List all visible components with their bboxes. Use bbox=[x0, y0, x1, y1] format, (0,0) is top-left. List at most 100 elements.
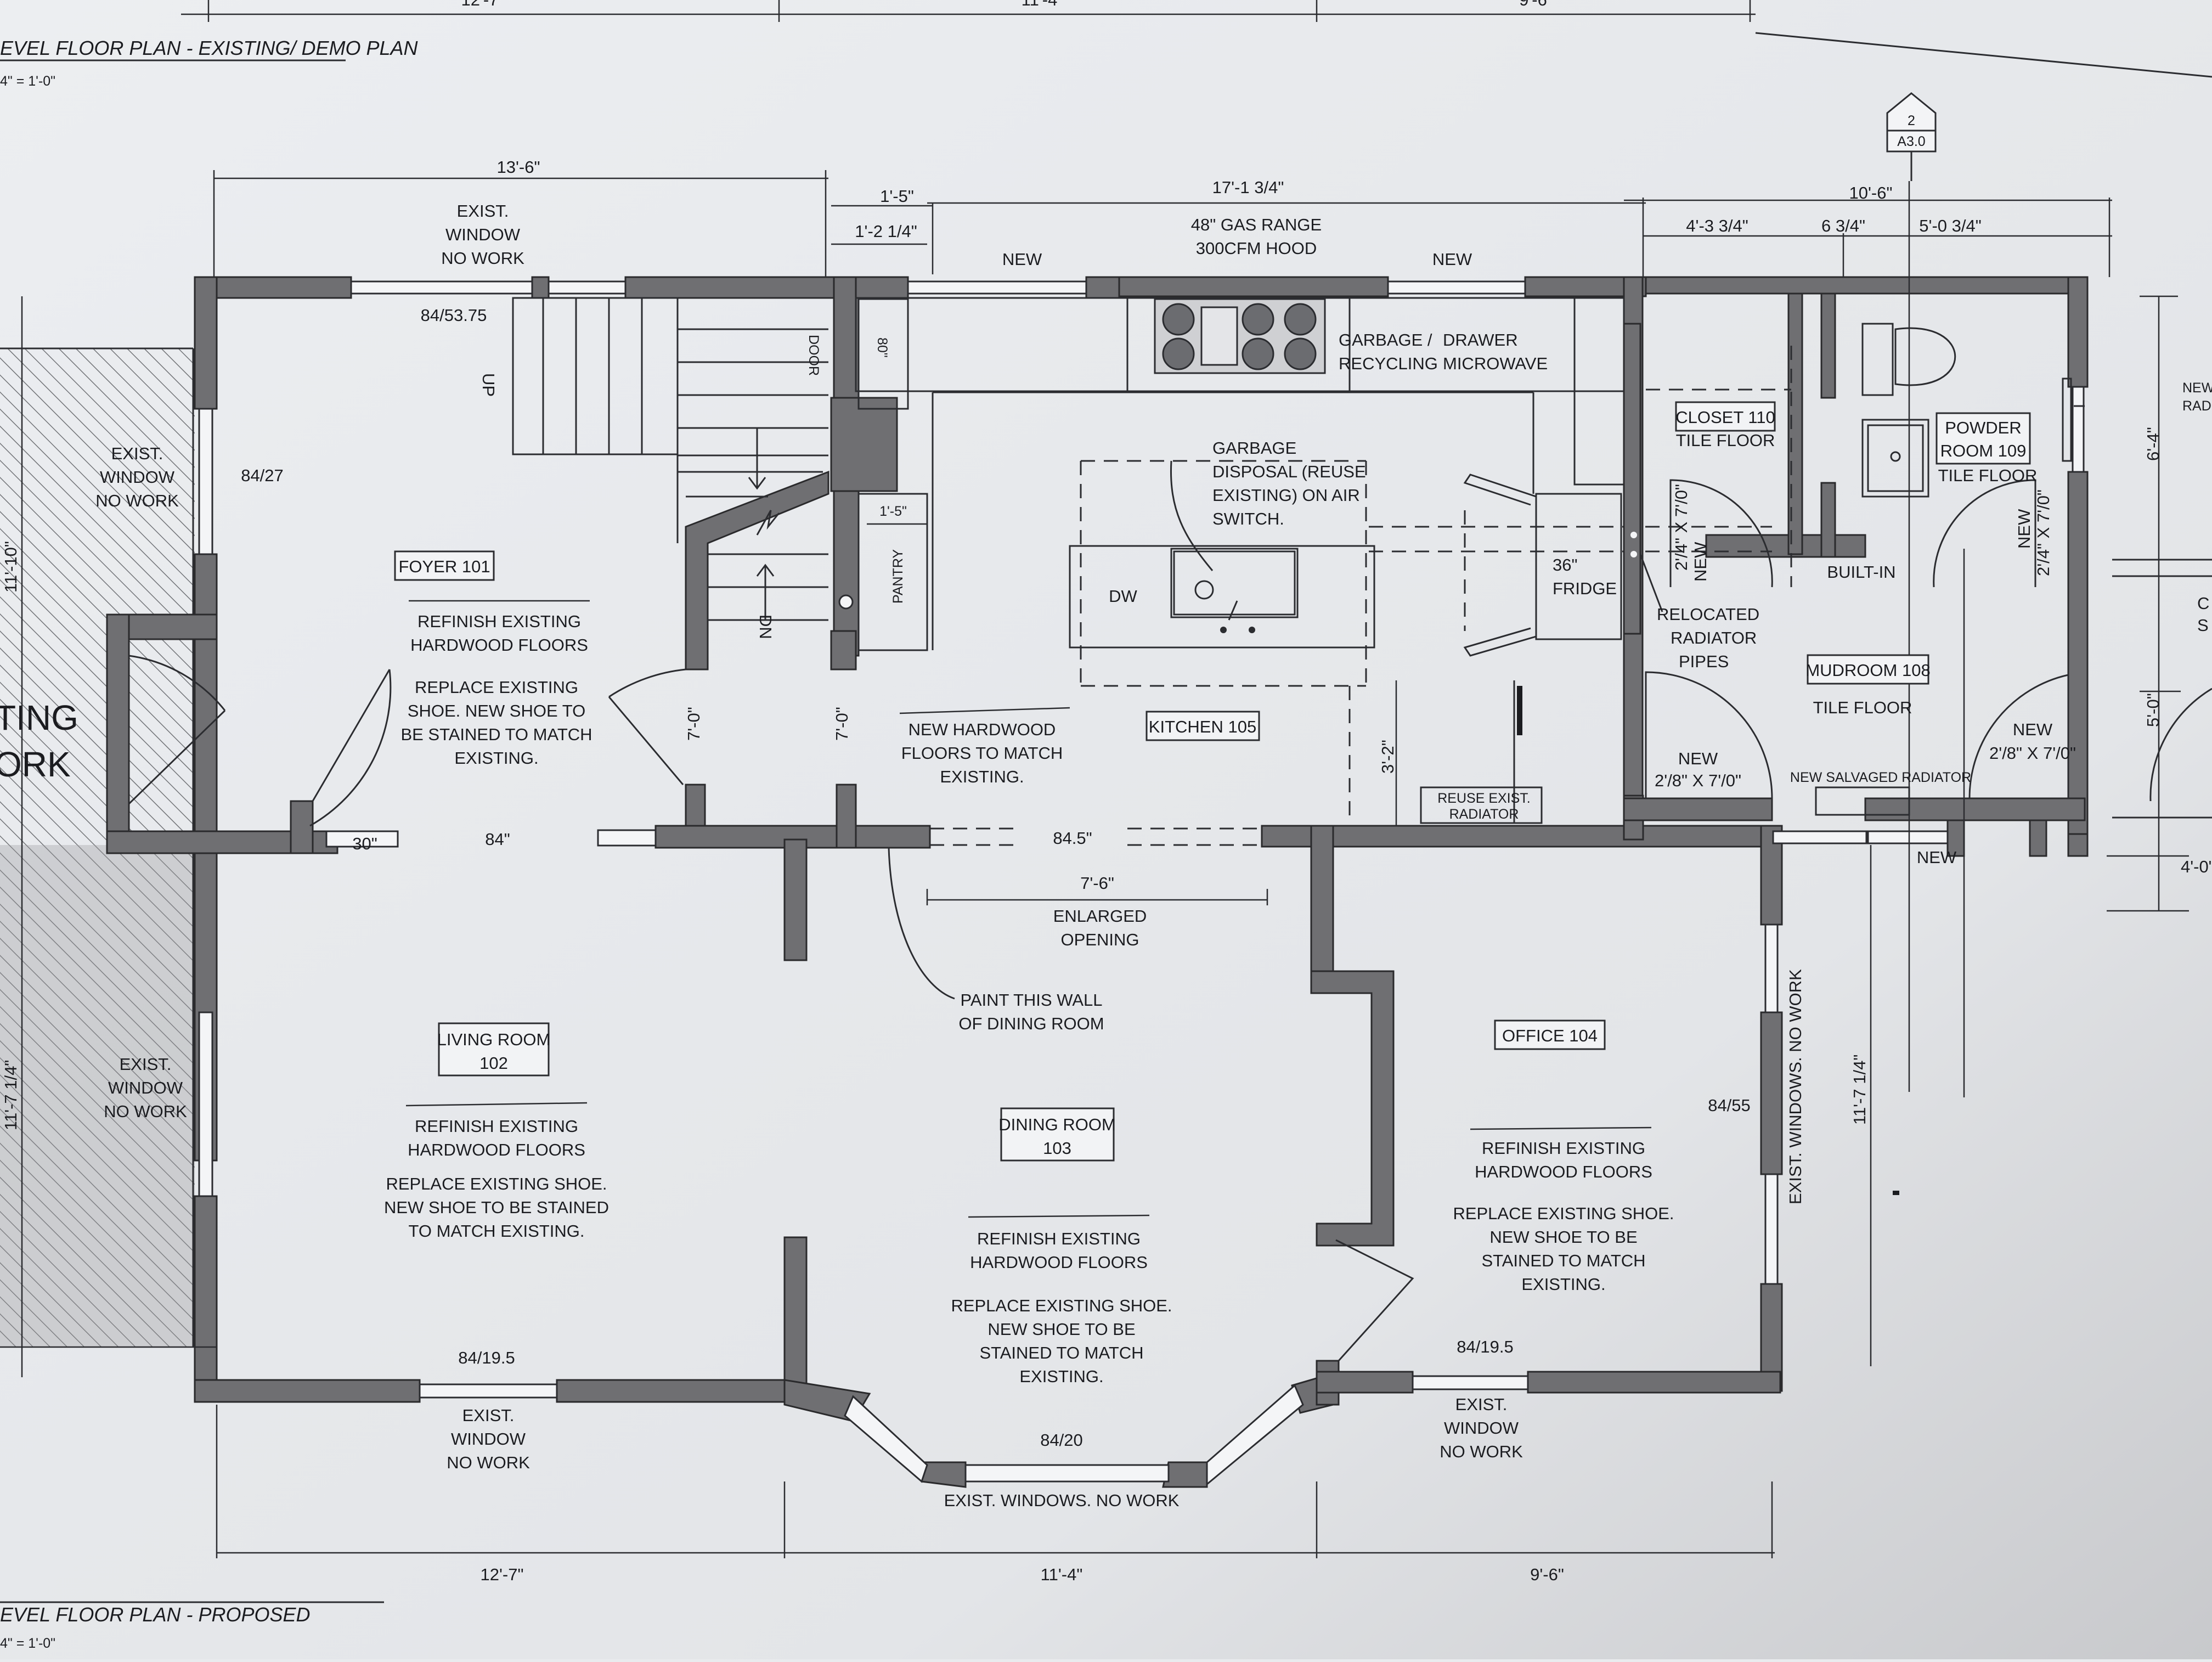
section-marker: 2 A3.0 bbox=[1886, 92, 1937, 181]
hatch-text-1: TING bbox=[0, 698, 78, 737]
note-top-window-2: WINDOW bbox=[445, 225, 521, 244]
note-stoop-30: 30" bbox=[352, 834, 377, 853]
note-closet-door-new: NEW bbox=[1691, 542, 1710, 582]
dimension-lines bbox=[0, 170, 2189, 1558]
note-dining-refinish-2: HARDWOOD FLOORS bbox=[970, 1253, 1148, 1272]
dining-refinish-arrow bbox=[968, 1214, 1150, 1218]
note-disposal-1: GARBAGE bbox=[1212, 438, 1296, 458]
edge-radi: RADI bbox=[2182, 398, 2212, 414]
note-dw: DW bbox=[1109, 587, 1137, 606]
dim-powder-width: 5'-0 3/4" bbox=[1919, 216, 1981, 235]
note-enlarged-2: OPENING bbox=[1061, 930, 1139, 949]
hatch-text-2: ORK bbox=[0, 745, 71, 784]
note-disposal-3: EXISTING) ON AIR bbox=[1212, 486, 1360, 505]
room-office: OFFICE 104 bbox=[1502, 1026, 1598, 1045]
note-new-window-2: NEW bbox=[1432, 250, 1472, 269]
dim-kitchen-width: 17'-1 3/4" bbox=[1212, 178, 1284, 197]
note-foyer-refinish-1: REFINISH EXISTING bbox=[417, 612, 581, 631]
note-relocated-1: RELOCATED bbox=[1657, 605, 1759, 624]
note-dining-shoe-3: STAINED TO MATCH bbox=[979, 1343, 1143, 1362]
section-number: 2 bbox=[1908, 113, 1915, 128]
note-opening-84: 84" bbox=[485, 830, 510, 849]
note-office-shoe-1: REPLACE EXISTING SHOE. bbox=[1453, 1204, 1674, 1223]
room-dining-name: DINING ROOM bbox=[998, 1115, 1116, 1134]
note-salvaged-radiator: NEW SALVAGED RADIATOR bbox=[1790, 770, 1971, 785]
note-office-shoe-4: EXISTING. bbox=[1521, 1275, 1605, 1294]
edge-c: C bbox=[2197, 594, 2209, 613]
pantry: 1'-5" PANTRY bbox=[838, 493, 928, 651]
note-garbage-2: RECYCLING bbox=[1339, 354, 1438, 373]
note-lower-left-window-2: WINDOW bbox=[108, 1078, 183, 1097]
note-reuse-radiator-1: REUSE EXIST. bbox=[1437, 791, 1531, 806]
note-living-refinish-2: HARDWOOD FLOORS bbox=[408, 1140, 585, 1159]
stair-down-label: DN bbox=[756, 615, 775, 639]
note-bay-windows: EXIST. WINDOWS. NO WORK bbox=[944, 1491, 1180, 1510]
note-drawer-2: MICROWAVE bbox=[1443, 354, 1548, 373]
windows bbox=[198, 280, 2085, 1486]
room-closet: CLOSET 110 bbox=[1675, 408, 1775, 427]
note-office-window-3: NO WORK bbox=[1440, 1442, 1523, 1461]
window-size-bay: 84/20 bbox=[1040, 1430, 1083, 1450]
note-office-shoe-3: STAINED TO MATCH bbox=[1481, 1251, 1645, 1270]
prev-dim-1: 12'-7" bbox=[461, 0, 505, 9]
dim-partition: 6 3/4" bbox=[1821, 216, 1865, 235]
note-living-window-1: EXIST. bbox=[462, 1406, 515, 1425]
section-sheet: A3.0 bbox=[1897, 134, 1925, 149]
dim-left-lower: 11'-7 1/4" bbox=[1, 1060, 20, 1130]
dim-pantry-width: 1'-5" bbox=[880, 187, 914, 206]
edge-lines bbox=[2112, 559, 2212, 819]
dim-opening: 7'-6" bbox=[1080, 874, 1114, 893]
window-size-left: 84/27 bbox=[241, 466, 284, 485]
note-new-window-3: NEW bbox=[1917, 848, 1957, 867]
room-mudroom: MUDROOM 108 bbox=[1805, 661, 1930, 680]
note-reuse-radiator-2: RADIATOR bbox=[1449, 807, 1519, 822]
note-mudroom-door-right-size: 2'/8" X 7'/0" bbox=[1989, 743, 2076, 763]
kitchen-fixtures bbox=[855, 297, 1772, 823]
doors bbox=[128, 479, 2212, 1362]
note-left-window-2: WINDOW bbox=[100, 467, 175, 487]
note-paint-1: PAINT THIS WALL bbox=[961, 990, 1103, 1010]
reuse-radiator-box bbox=[1420, 786, 1543, 824]
note-dining-shoe-4: EXISTING. bbox=[1019, 1367, 1103, 1386]
scale-proposed: 4" = 1'-0" bbox=[0, 1636, 55, 1651]
note-closet-door-size: 2'/4" X 7'/0" bbox=[1672, 484, 1691, 571]
dim-office-height: 11'-7 1/4" bbox=[1850, 1055, 1869, 1125]
dim-right-c: 4'-0" bbox=[2181, 857, 2212, 876]
note-powder-tile: TILE FLOOR bbox=[1938, 466, 2038, 485]
window-size-living-bottom: 84/19.5 bbox=[458, 1348, 515, 1367]
note-office-shoe-2: NEW SHOE TO BE bbox=[1489, 1227, 1637, 1247]
note-dining-shoe-1: REPLACE EXISTING SHOE. bbox=[951, 1296, 1172, 1315]
note-office-refinish-2: HARDWOOD FLOORS bbox=[1475, 1162, 1652, 1181]
note-mudroom-door-left-size: 2'/8" X 7'/0" bbox=[1655, 771, 1741, 790]
note-garbage-1: GARBAGE / bbox=[1339, 330, 1432, 350]
prev-dim-2: 11'-4" bbox=[1022, 0, 1064, 9]
dim-island-offset: 3'-2" bbox=[1378, 740, 1397, 774]
window-size-top: 84/53.75 bbox=[421, 306, 487, 325]
note-mudroom-tile: TILE FLOOR bbox=[1813, 698, 1912, 717]
note-built-in: BUILT-IN bbox=[1827, 562, 1895, 582]
note-kitchen-floor-1: NEW HARDWOOD bbox=[909, 720, 1056, 739]
note-relocated-2: RADIATOR bbox=[1671, 628, 1757, 647]
note-fridge-2: FRIDGE bbox=[1553, 579, 1617, 598]
note-kitchen-floor-3: EXISTING. bbox=[940, 767, 1024, 786]
range-burners bbox=[1162, 303, 1317, 370]
note-mudroom-door-left-new: NEW bbox=[1678, 749, 1718, 768]
dim-bottom-living: 12'-7" bbox=[481, 1565, 524, 1584]
pantry-label: PANTRY bbox=[890, 549, 906, 604]
walls bbox=[106, 276, 2089, 1488]
dim-bottom-dining: 11'-4" bbox=[1041, 1565, 1083, 1584]
dim-closet-width: 4'-3 3/4" bbox=[1686, 216, 1748, 235]
note-paint-2: OF DINING ROOM bbox=[958, 1014, 1104, 1033]
room-dining-number: 103 bbox=[1043, 1139, 1071, 1158]
note-disposal-2: DISPOSAL (REUSE bbox=[1212, 462, 1366, 481]
note-office-side-windows: EXIST. WINDOWS. NO WORK bbox=[1786, 969, 1805, 1204]
note-door-height-2: 7'-0" bbox=[832, 707, 851, 741]
note-living-shoe-3: TO MATCH EXISTING. bbox=[409, 1221, 585, 1241]
edge-new: NEW bbox=[2182, 380, 2212, 396]
note-living-window-3: NO WORK bbox=[447, 1453, 530, 1472]
note-opening-height: 84.5" bbox=[1053, 829, 1092, 848]
edge-mark bbox=[1893, 1191, 1899, 1195]
room-living-name: LIVING ROOM bbox=[437, 1030, 551, 1049]
